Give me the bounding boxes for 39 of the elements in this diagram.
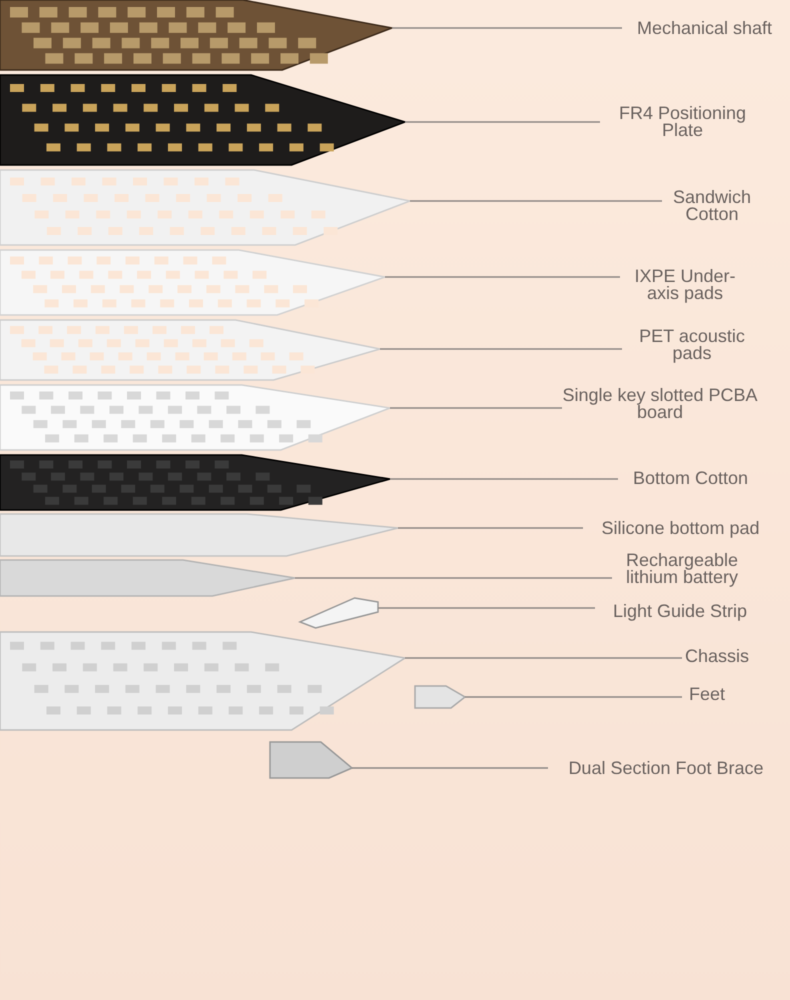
foam-layer-drawing: [0, 170, 410, 245]
leader-line: [405, 657, 682, 659]
leader-line: [378, 607, 595, 609]
part-label: Feet: [682, 686, 732, 702]
foot-drawing: [415, 686, 465, 708]
part-label: Bottom Cotton: [618, 470, 763, 486]
light-strip-drawing: [300, 598, 378, 628]
leader-line: [398, 527, 583, 529]
part-label: Single key slotted PCBA board: [562, 387, 758, 421]
key-switches-drawing: [0, 0, 392, 70]
foot-brace-drawing: [270, 742, 352, 778]
part-label: Dual Section Foot Brace: [548, 760, 784, 776]
battery-drawing: [0, 560, 295, 596]
bottom-pad-drawing: [0, 514, 398, 556]
part-label: IXPE Under-axis pads: [620, 268, 750, 302]
part-label: Chassis: [682, 648, 752, 664]
circuit-board-drawing: [0, 385, 390, 450]
leader-line: [465, 696, 682, 698]
leader-line: [390, 407, 562, 409]
leader-line: [410, 200, 662, 202]
part-label: Silicone bottom pad: [583, 520, 778, 536]
leader-line: [295, 577, 612, 579]
part-label: PET acoustic pads: [622, 328, 762, 362]
leader-line: [352, 767, 548, 769]
part-label: Rechargeable lithium battery: [612, 552, 752, 586]
leader-line: [405, 121, 600, 123]
part-label: Mechanical shaft: [622, 20, 787, 36]
leader-line: [392, 27, 622, 29]
foam-layer-drawing: [0, 455, 390, 510]
pad-layer-drawing: [0, 250, 385, 315]
case-drawing: [0, 632, 405, 730]
mounting-plate-drawing: [0, 75, 405, 165]
part-label: FR4 Positioning Plate: [600, 105, 765, 139]
part-label: Light Guide Strip: [595, 602, 765, 620]
pad-layer-drawing: [0, 320, 380, 380]
part-label: Sandwich Cotton: [662, 189, 762, 223]
leader-line: [380, 348, 622, 350]
leader-line: [385, 276, 620, 278]
leader-line: [390, 478, 618, 480]
